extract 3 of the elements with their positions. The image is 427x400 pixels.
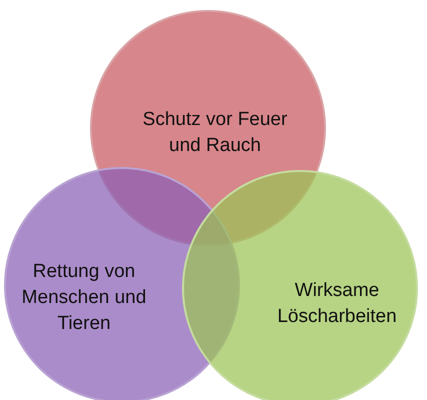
circle-label: Rettung von Menschen und Tieren (20, 260, 148, 336)
circle-label: Wirksame Löscharbeiten (276, 279, 398, 329)
circle-label: Schutz vor Feuer und Rauch (142, 108, 288, 158)
